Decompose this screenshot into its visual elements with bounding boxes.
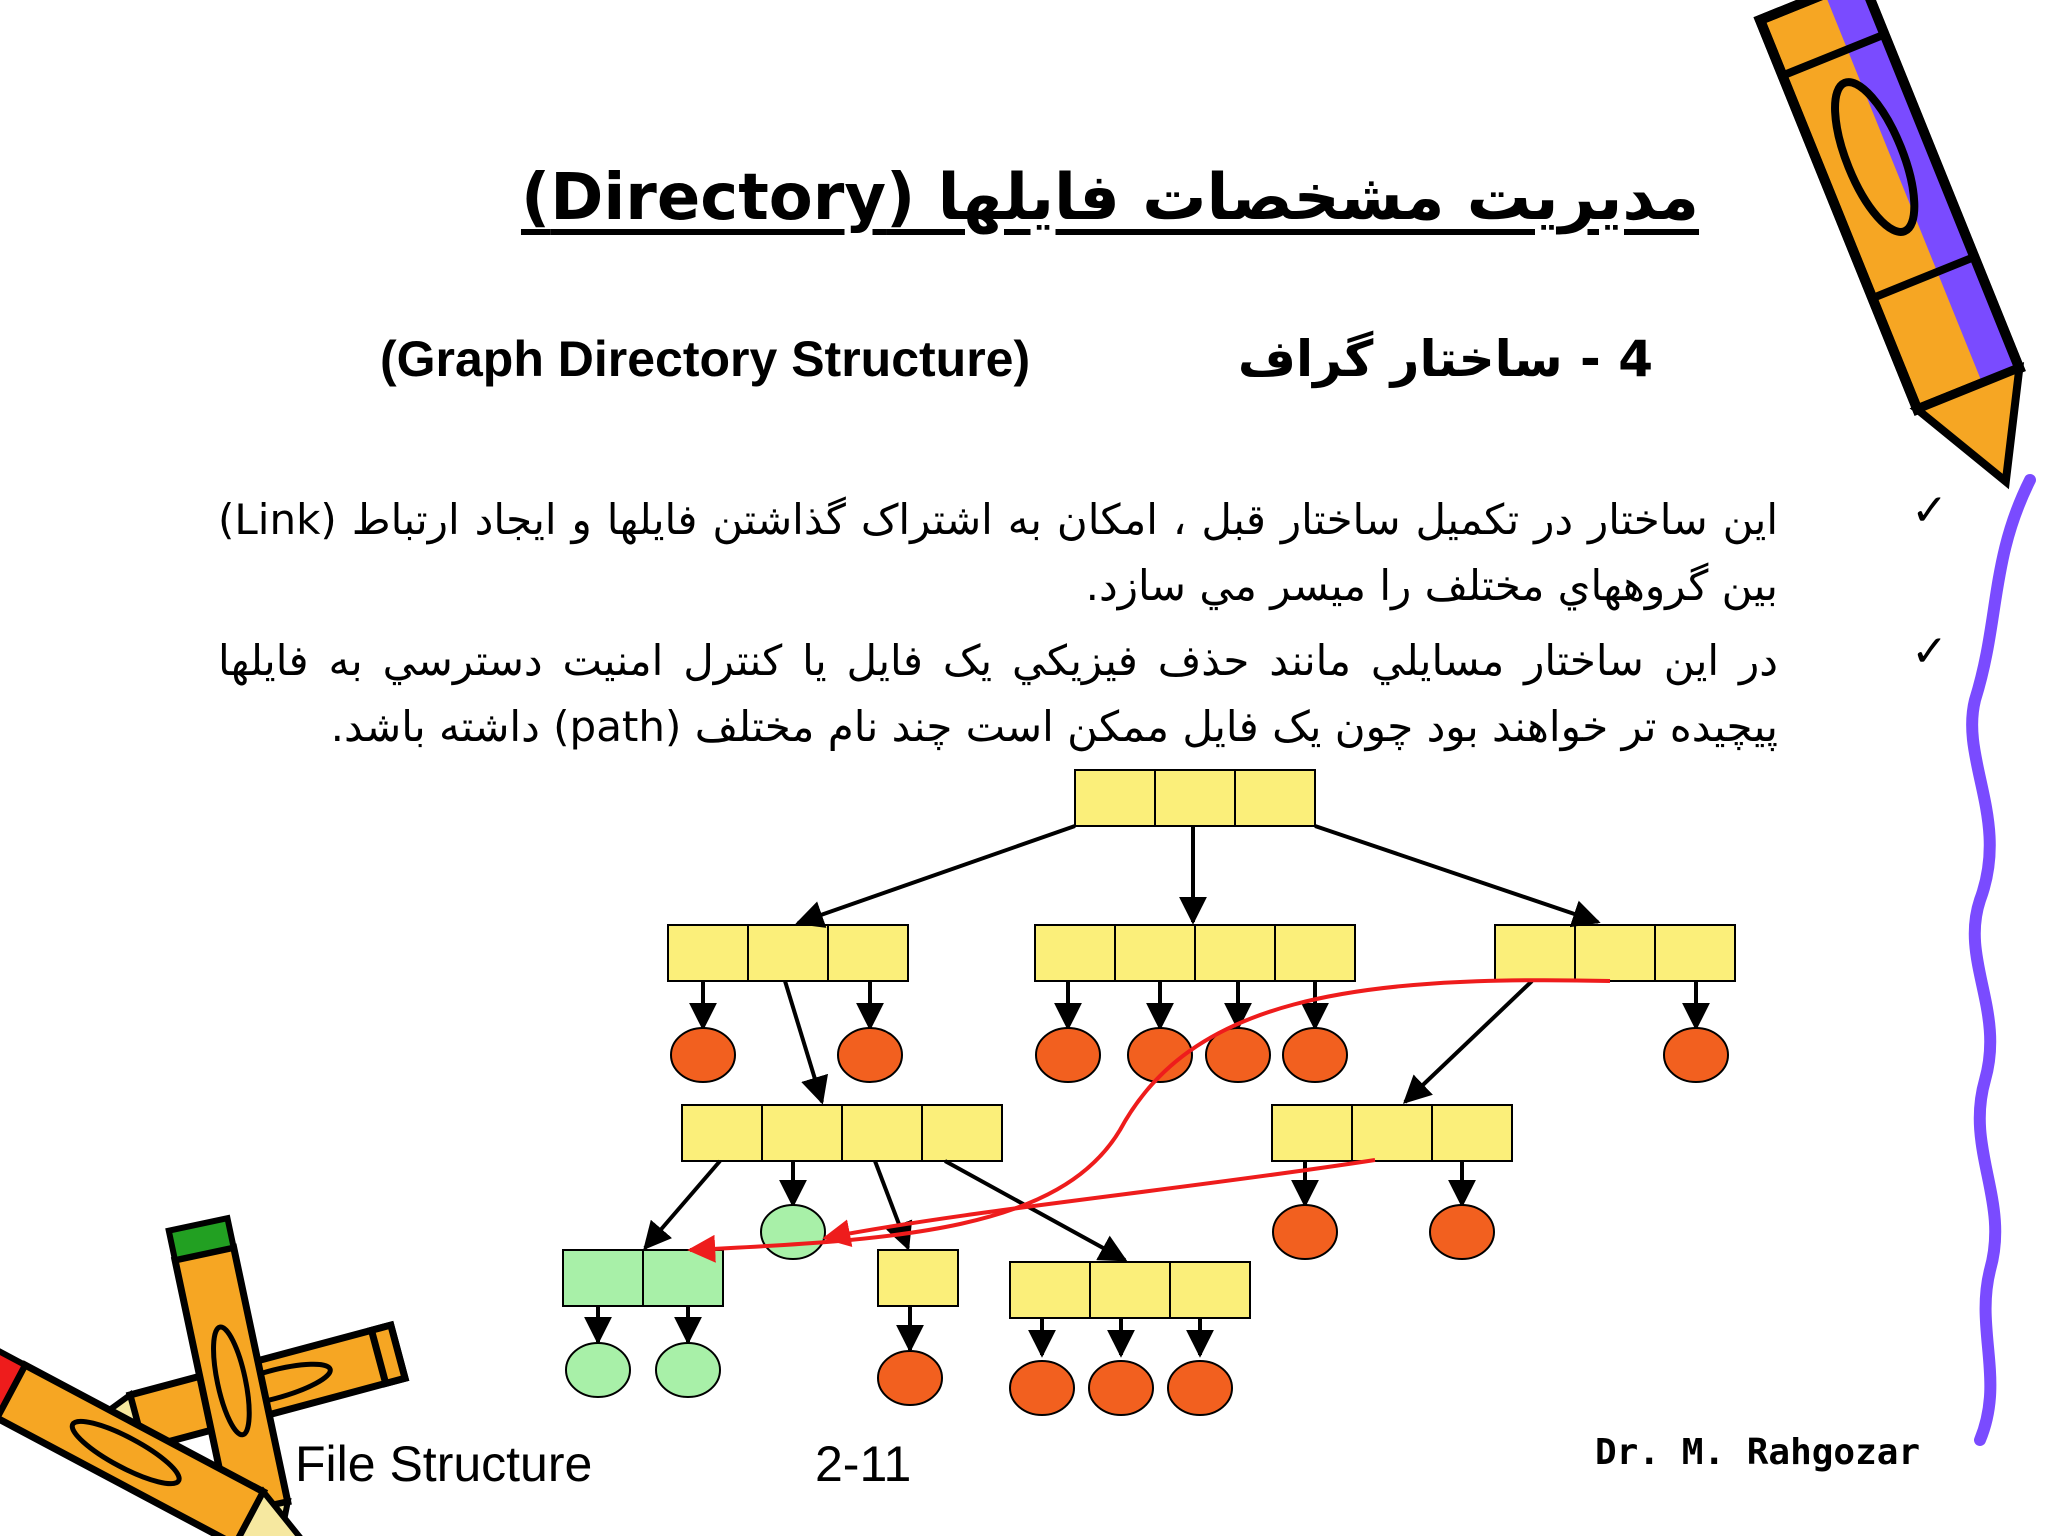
dir-node-left: [667, 924, 909, 982]
dir-node-sub-right: [1271, 1104, 1513, 1162]
footer-author: Dr. M. Rahgozar: [1595, 1432, 1921, 1473]
dir-node-middle: [1034, 924, 1356, 982]
purple-squiggle-icon: [1966, 474, 2036, 1446]
file-nodes: [670, 1027, 1729, 1416]
check-icon: ✓: [1911, 485, 1948, 536]
slide-title-text: مديريت مشخصات فايلها (Directory): [520, 161, 1700, 235]
subtitle-persian: 4 - ساختار گراف: [1237, 330, 1653, 388]
dir-node-right: [1494, 924, 1736, 982]
bullet-1: اين ساختار در تکميل ساختار قبل ، امکان ب…: [218, 495, 1778, 610]
graph-directory-diagram: [562, 769, 1736, 1416]
check-icon: ✓: [1911, 626, 1948, 677]
bullet-2: در اين ساختار مسايلي مانند حذف فيزيکي يک…: [218, 636, 1778, 751]
pencil-icon: [1753, 0, 2026, 490]
dir-node-single: [877, 1249, 959, 1307]
crossed-pencils-icon: [0, 1214, 410, 1536]
footer-course: File Structure: [295, 1436, 593, 1492]
subtitle-english: (Graph Directory Structure): [380, 331, 1031, 387]
footer-page-number: 2-11: [815, 1436, 912, 1492]
root-directory-node: [1074, 769, 1316, 827]
slide-title: مديريت مشخصات فايلها (Directory): [521, 125, 1699, 235]
dir-node-shared-green: [562, 1249, 724, 1307]
shared-file-nodes: [565, 1204, 826, 1398]
dir-node-bottom-right: [1009, 1261, 1251, 1319]
link-edges: [687, 978, 1611, 1263]
directory-edges: [584, 824, 1710, 1358]
dir-node-sub-left: [681, 1104, 1003, 1162]
